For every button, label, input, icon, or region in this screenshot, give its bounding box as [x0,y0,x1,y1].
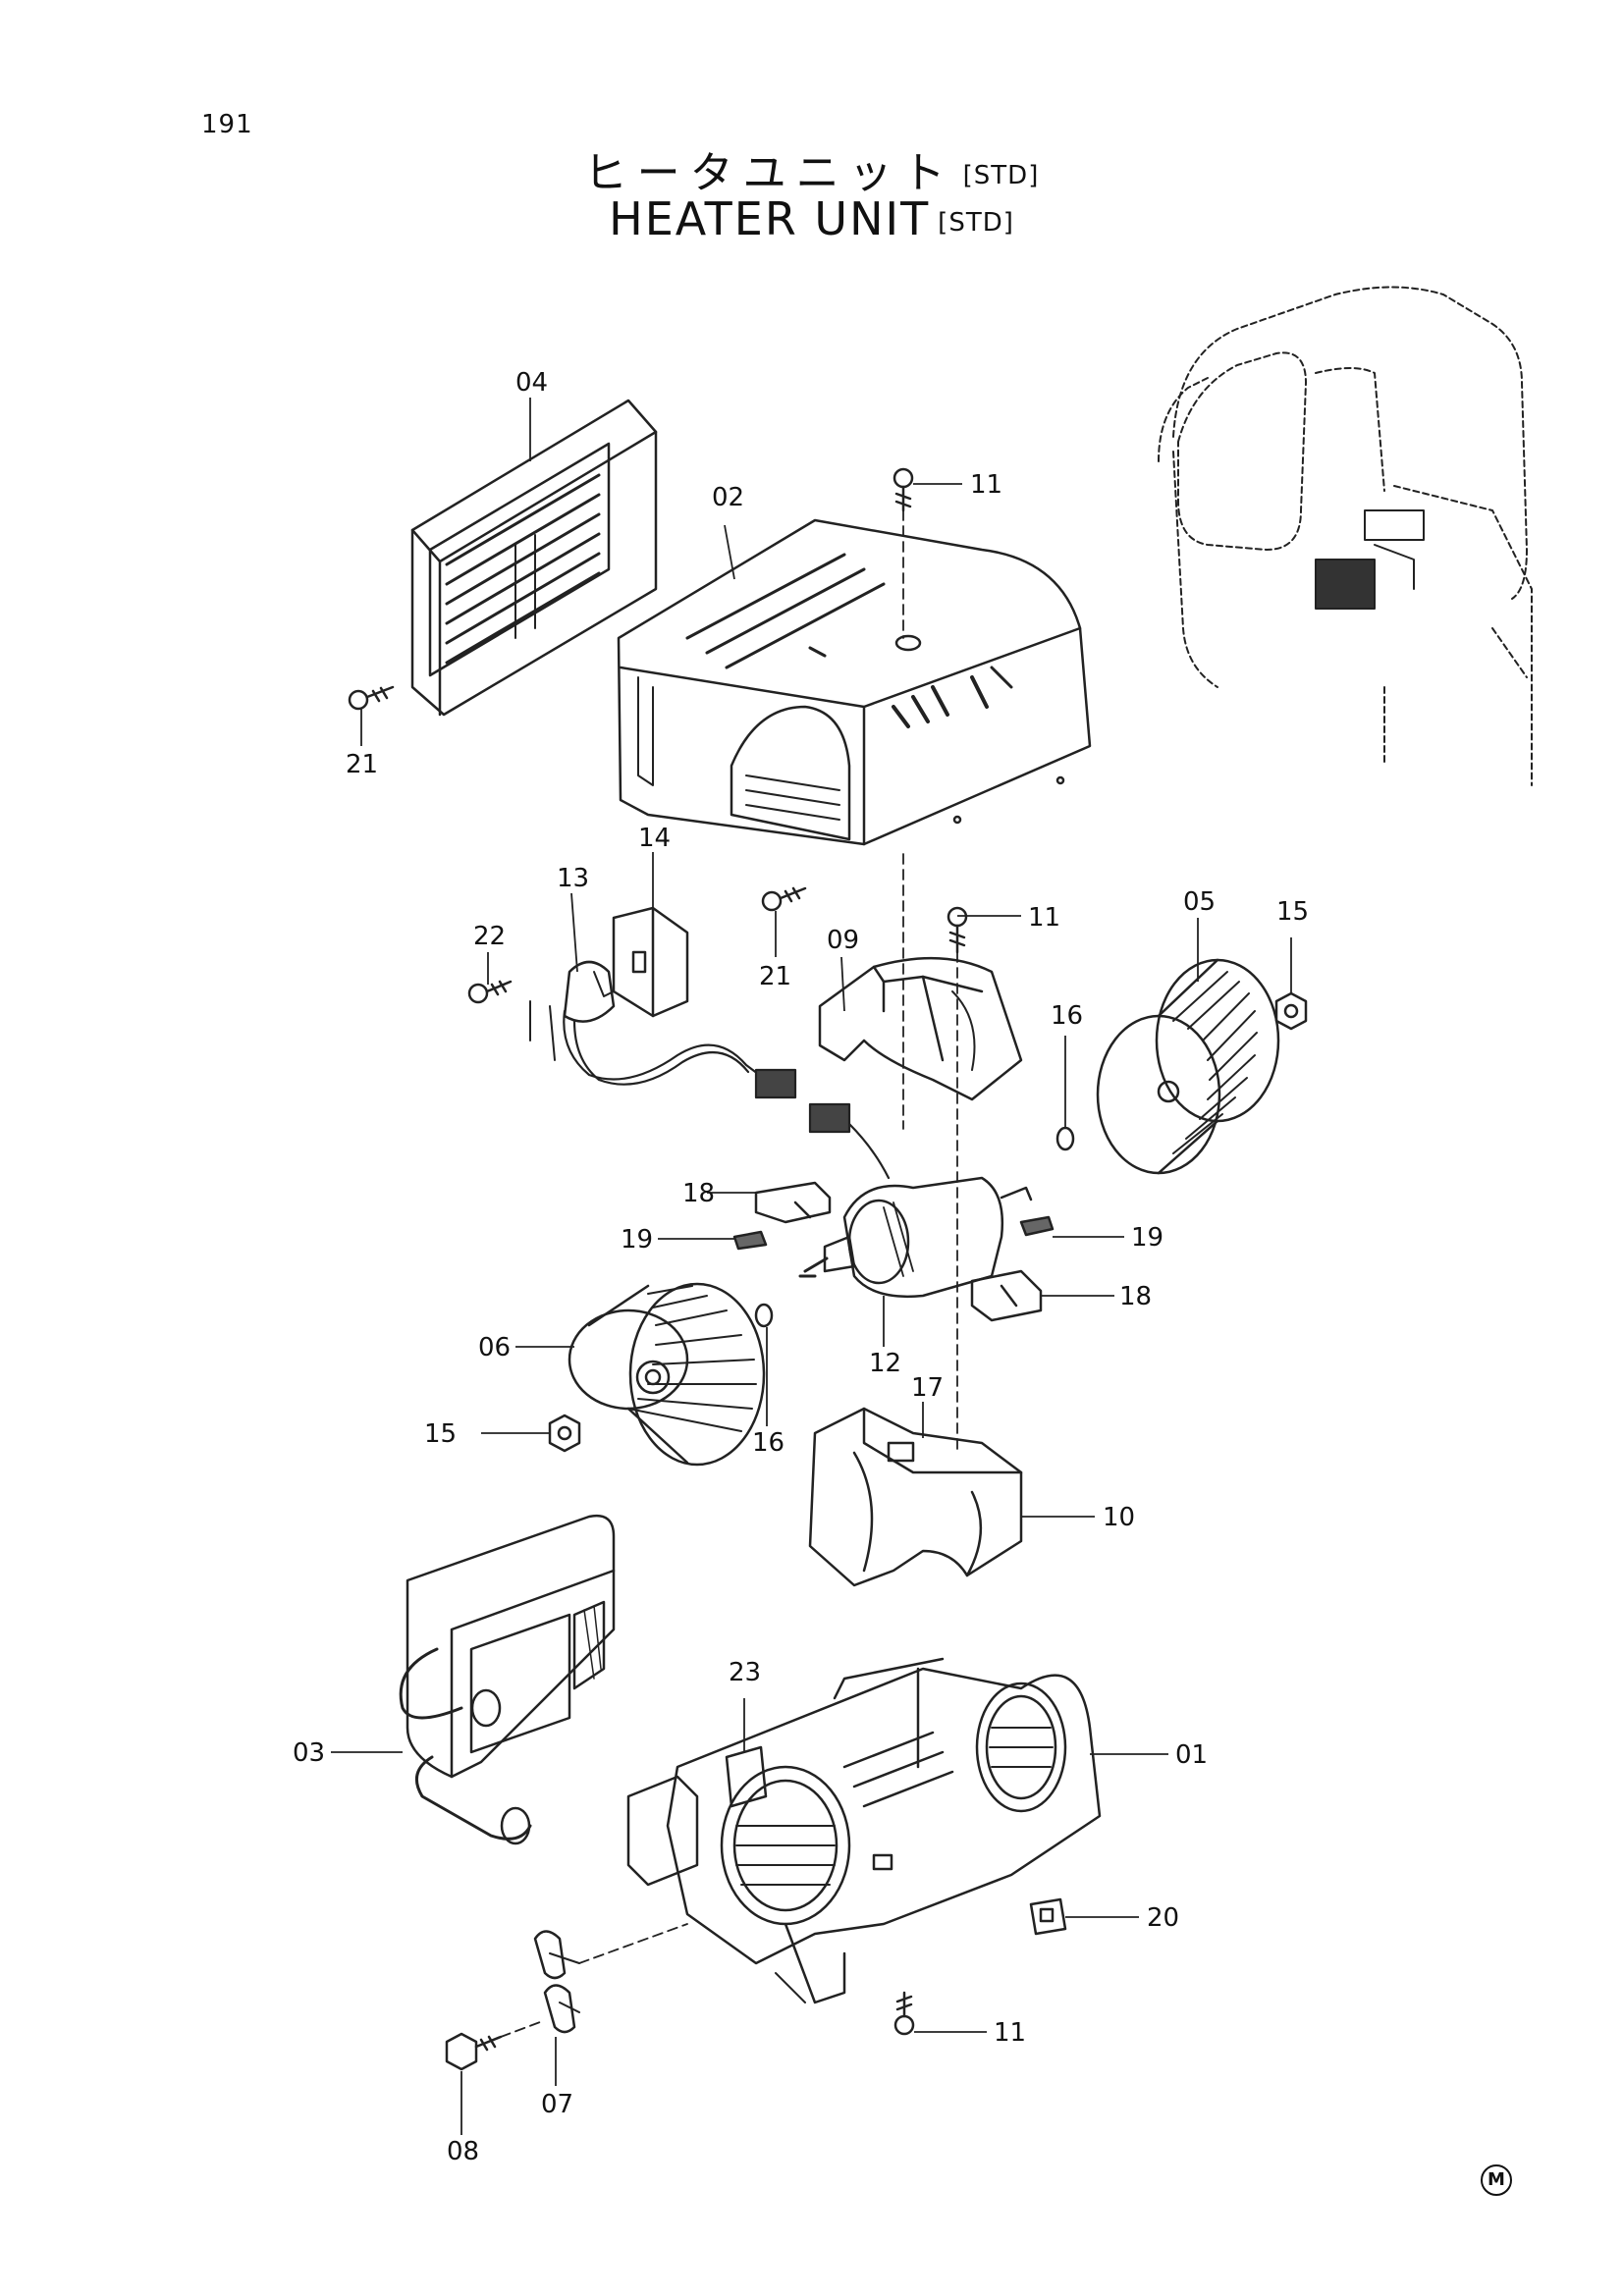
part-18-rubber-mount-left [754,1181,832,1224]
part-10-lower-motor-bracket [808,1407,1023,1587]
page-number: 191 [201,110,253,139]
part-12-blower-motor [798,1176,1033,1298]
callout-23: 23 [729,1658,761,1687]
part-19-pad-right [1019,1215,1055,1237]
part-14-bracket [612,906,689,1018]
callout-07: 07 [541,2090,573,2119]
callout-06: 06 [478,1333,511,1362]
screw-11-bottom [893,1991,915,2036]
part-03-heater-core [399,1514,616,1845]
part-20-grommet [1029,1897,1067,1936]
nut-15-right [1274,991,1308,1031]
variant-tag-en: [STD] [938,208,1014,238]
callout-13: 13 [557,864,589,893]
wire-harness [563,1009,891,1180]
callout-09: 09 [827,926,859,955]
screw-21-mid [761,886,807,912]
screw-22 [467,980,513,1004]
washer-16-right [1055,1126,1075,1151]
part-05-fan-right [1096,958,1280,1175]
callout-11-top: 11 [970,470,1002,500]
callout-21-left: 21 [346,750,378,779]
callout-22: 22 [473,922,506,951]
callout-02: 02 [712,483,744,512]
part-09-upper-motor-bracket [818,956,1023,1101]
nut-15-left [548,1414,581,1453]
callout-11-mid: 11 [1028,903,1060,933]
callout-15-right: 15 [1276,897,1309,927]
part-04-filter-panel [410,399,658,717]
callout-15-left: 15 [424,1419,457,1449]
callout-18-left: 18 [682,1179,715,1208]
excavator-cab-inset [1158,286,1533,786]
callout-19-left: 19 [621,1225,653,1255]
callout-18-right: 18 [1119,1282,1152,1311]
callout-10: 10 [1103,1503,1135,1532]
part-07-clamp [533,1923,688,2034]
callout-20: 20 [1147,1903,1179,1933]
callout-08: 08 [447,2137,479,2166]
callout-05: 05 [1183,887,1216,917]
callout-17: 17 [911,1373,944,1403]
callout-21-mid: 21 [759,962,791,991]
page-title-english: HEATER UNIT[STD] [0,192,1623,245]
cab-heater-location [1315,509,1425,610]
title-jp-text: ヒータユニット [583,148,955,198]
callout-11-bottom: 11 [994,2018,1026,2048]
washer-16-left [754,1303,774,1328]
screw-21-left [348,685,395,711]
callout-04: 04 [515,368,548,398]
part-01-lower-case [626,1657,1102,2004]
screw-11-top [893,467,914,639]
part-08-bolt [445,2021,541,2071]
leader-lines [331,398,1292,2135]
callout-12: 12 [869,1349,901,1378]
title-en-text: HEATER UNIT [609,192,931,245]
callout-19-right: 19 [1131,1223,1163,1253]
part-23-seal [725,1745,768,1808]
callout-labels: 04 02 11 21 21 11 14 13 22 09 05 15 16 1… [293,368,1309,2166]
manufacturer-mark: M [1481,2164,1512,2196]
part-19-pad-left [732,1230,768,1251]
callout-14: 14 [638,824,671,853]
part-13-resistor [529,960,616,1061]
part-18-rubber-mount-right [970,1269,1043,1322]
screw-11-mid [947,906,968,1454]
callout-01: 01 [1175,1740,1208,1770]
callout-03: 03 [293,1738,325,1768]
part-02-upper-cover [617,518,1092,846]
variant-tag-jp: [STD] [962,161,1040,190]
callout-16-right: 16 [1051,1001,1083,1031]
callout-16-left: 16 [752,1428,784,1458]
page-title-japanese: ヒータユニット[STD] [0,137,1623,200]
part-06-fan-left [568,1282,766,1467]
